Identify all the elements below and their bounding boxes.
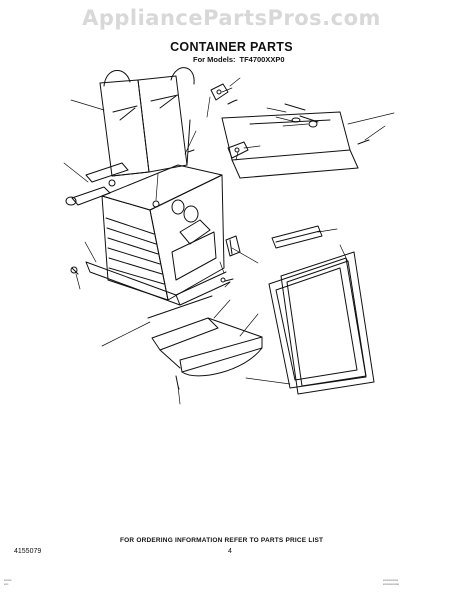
part-liner — [99, 67, 195, 177]
part-small-brackets — [210, 83, 249, 159]
part-door-gasket — [280, 251, 375, 395]
part-bracket-left — [65, 162, 129, 206]
ordering-note: FOR ORDERING INFORMATION REFER TO PARTS … — [120, 537, 324, 544]
part-container-housing — [85, 164, 231, 306]
leader-lines — [63, 77, 395, 405]
part-latch — [225, 235, 241, 257]
part-handle-assembly — [151, 317, 263, 377]
models-line: For Models:TF4700XXP0 — [193, 55, 285, 64]
fine-print-left: ▪▪▪▪▪▪▪▪▪▪▪ — [4, 578, 12, 586]
diagram-title: CONTAINER PARTS — [170, 40, 293, 54]
part-code: 4155079 — [14, 548, 42, 555]
fine-print-right: ▪▪▪▪▪▪▪▪▪▪▪▪▪▪▪▪▪▪▪▪▪▪▪▪▪▪▪▪▪ — [383, 578, 399, 586]
part-door-panel — [268, 257, 367, 389]
page-number: 4 — [228, 548, 232, 555]
watermark: AppliancePartsPros.com — [82, 6, 381, 30]
models-label: For Models: — [193, 55, 236, 64]
screws — [70, 99, 370, 390]
part-front-bar — [147, 295, 213, 319]
part-trim-strip — [271, 225, 323, 249]
models-value: TF4700XXP0 — [239, 55, 285, 64]
part-top-rail — [221, 103, 359, 179]
